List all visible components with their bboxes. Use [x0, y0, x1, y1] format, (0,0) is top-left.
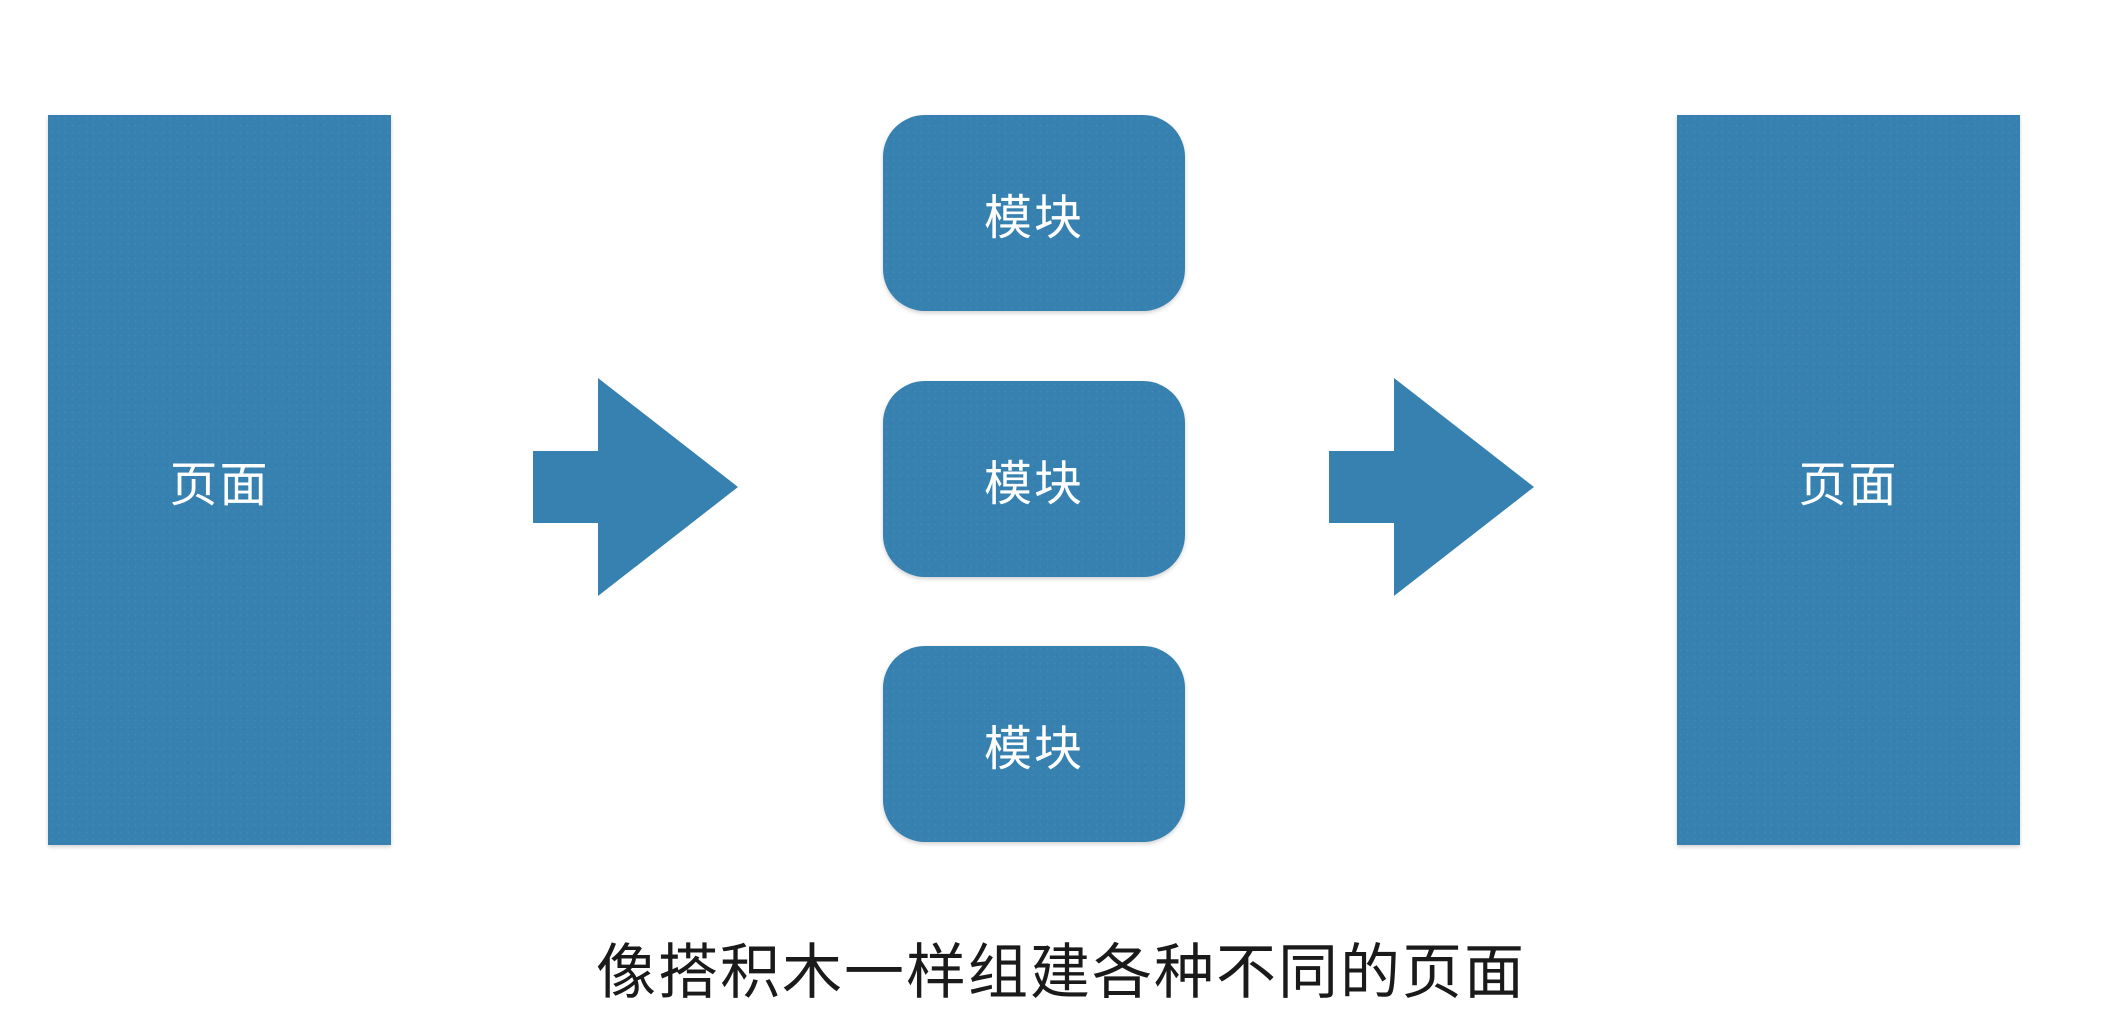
module-block: 模块 [883, 381, 1185, 577]
right-arrow-icon [533, 378, 738, 596]
module-label: 模块 [983, 721, 1084, 777]
diagram-caption: 像搭积木一样组建各种不同的页面 [596, 938, 1526, 1008]
right-arrow-icon [1329, 378, 1534, 596]
source-page-label: 页面 [169, 457, 270, 513]
result-page-label: 页面 [1798, 457, 1899, 513]
source-page-block: 页面 [48, 115, 391, 845]
module-label: 模块 [983, 190, 1084, 246]
module-block: 模块 [883, 646, 1185, 842]
module-label: 模块 [983, 456, 1084, 512]
module-block: 模块 [883, 115, 1185, 311]
result-page-block: 页面 [1677, 115, 2020, 845]
